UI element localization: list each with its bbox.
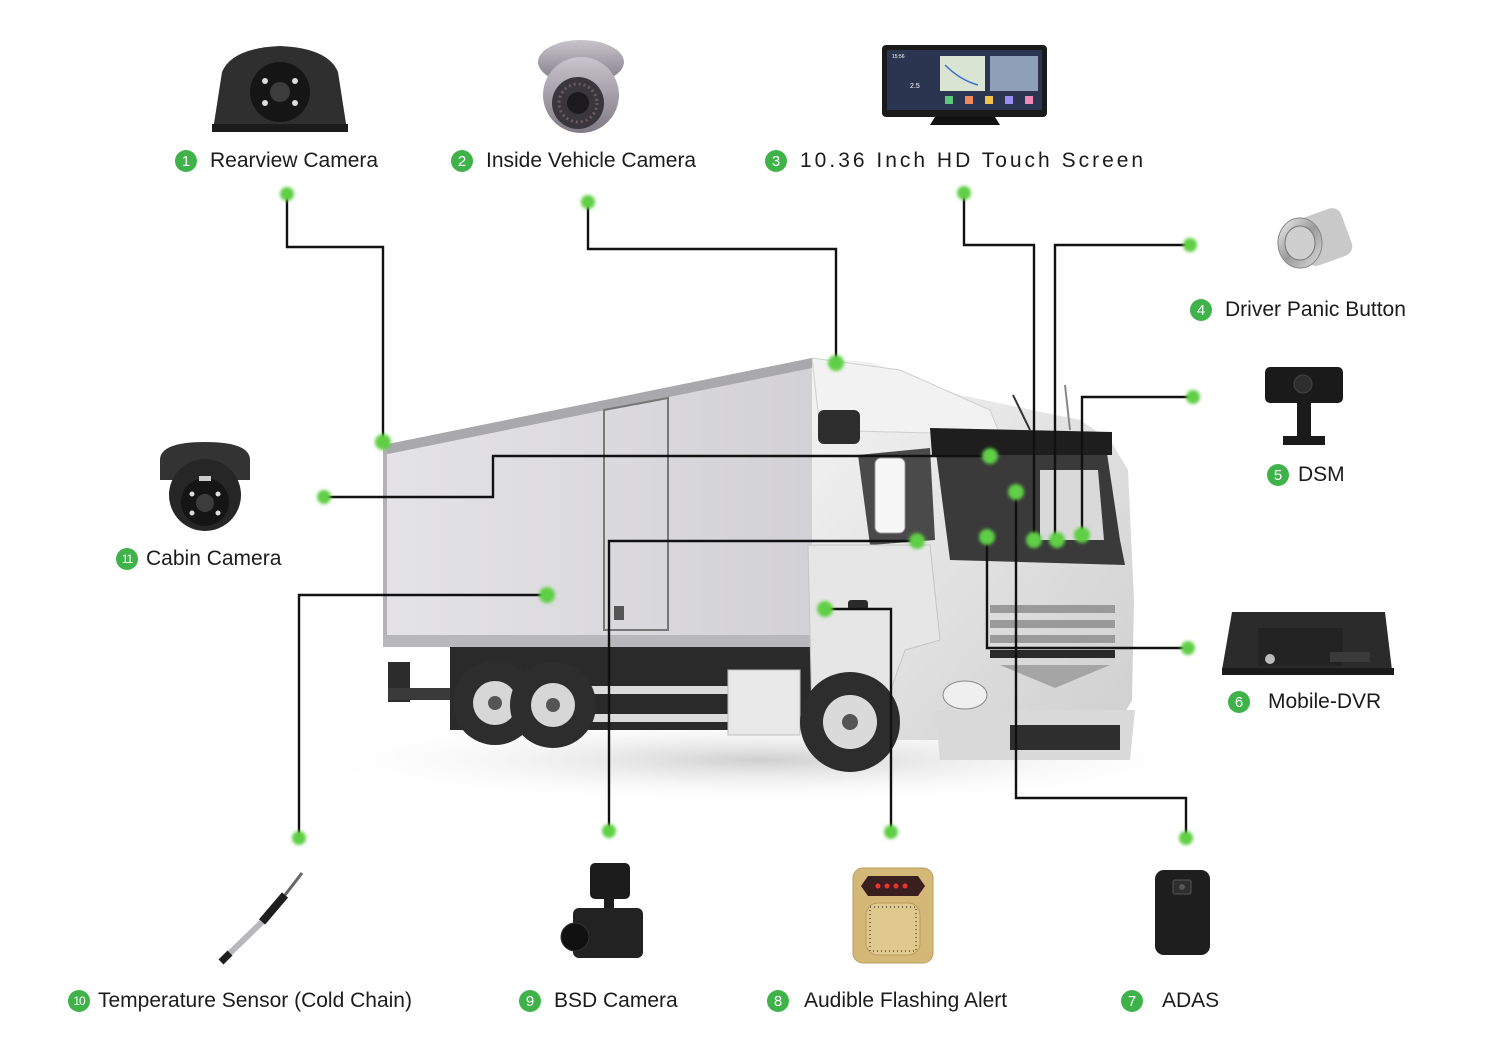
dot <box>957 186 971 200</box>
grille <box>990 605 1115 688</box>
dome-camera-icon <box>538 40 624 133</box>
dot <box>539 587 555 603</box>
dot <box>375 434 391 450</box>
connector-panic-button <box>1053 243 1190 540</box>
adas-camera-icon <box>1155 870 1210 955</box>
number-badge: 11 <box>116 548 138 570</box>
bsd-camera-icon <box>560 863 643 958</box>
connector-cabin-camera <box>324 454 990 499</box>
dvr-icon <box>1222 612 1394 675</box>
dot <box>1026 532 1042 548</box>
label-rearview-camera: 1 Rearview Camera <box>175 149 378 173</box>
dot <box>828 355 844 371</box>
truck-illustration <box>290 357 1230 805</box>
component-label: Mobile-DVR <box>1268 690 1382 713</box>
connector-dsm <box>1080 395 1193 535</box>
number-badge: 5 <box>1267 464 1289 486</box>
temperature-probe-icon <box>218 872 304 965</box>
dot <box>884 825 898 839</box>
label-inside-vehicle-camera: 2 Inside Vehicle Camera <box>451 149 696 173</box>
number-badge: 4 <box>1190 299 1212 321</box>
connector-bsd-camera <box>607 539 917 831</box>
dot <box>602 824 616 838</box>
component-label: DSM <box>1298 463 1345 486</box>
number-badge: 3 <box>765 150 787 172</box>
dot <box>1008 484 1024 500</box>
label-dsm: 5 DSM <box>1267 463 1345 487</box>
alarm-speaker-icon <box>852 867 934 964</box>
connector-inside-camera <box>586 202 838 363</box>
label-audible-flashing-alert: 8 Audible Flashing Alert <box>767 989 1007 1013</box>
dot <box>979 529 995 545</box>
label-bsd-camera: 9 BSD Camera <box>519 989 678 1013</box>
dot <box>1183 238 1197 252</box>
number-badge: 1 <box>175 150 197 172</box>
number-badge: 9 <box>519 990 541 1012</box>
dot <box>1049 532 1065 548</box>
component-label: Audible Flashing Alert <box>804 989 1008 1012</box>
connector-temp-sensor <box>297 593 547 838</box>
screen-clock: 15:56 <box>892 54 905 60</box>
connector-rearview-camera <box>285 194 385 442</box>
connector-adas <box>1014 492 1188 838</box>
screen-speed: 2.5 <box>910 83 920 90</box>
number-badge: 2 <box>451 150 473 172</box>
component-label: ADAS <box>1162 989 1220 1012</box>
rearview-camera-icon <box>212 46 348 132</box>
dot <box>817 601 833 617</box>
label-mobile-dvr: 6 Mobile-DVR <box>1228 690 1381 714</box>
component-label: Temperature Sensor (Cold Chain) <box>98 989 412 1012</box>
label-adas: 7 ADAS <box>1121 989 1219 1013</box>
dot <box>909 533 925 549</box>
number-badge: 8 <box>767 990 789 1012</box>
dot <box>581 195 595 209</box>
connection-dots <box>280 186 1200 845</box>
connector-touch-screen <box>962 193 1036 540</box>
rear-wheel <box>510 662 596 748</box>
panic-button-icon <box>1277 208 1353 269</box>
component-label: Rearview Camera <box>210 149 379 172</box>
cabin-camera-icon <box>160 442 250 531</box>
touch-screen-icon: 15:56 2.5 <box>882 45 1047 125</box>
dsm-camera-icon <box>1265 367 1343 445</box>
dot <box>317 490 331 504</box>
connector-dvr <box>985 537 1188 650</box>
component-label: Driver Panic Button <box>1225 298 1406 321</box>
component-label: Inside Vehicle Camera <box>486 149 697 172</box>
component-label: Cabin Camera <box>146 547 282 570</box>
dot <box>1186 390 1200 404</box>
dot <box>292 831 306 845</box>
number-badge: 6 <box>1228 691 1250 713</box>
connector-lines <box>285 193 1193 838</box>
label-cabin-camera: 11 Cabin Camera <box>116 547 281 571</box>
number-badge: 10 <box>68 990 90 1012</box>
number-badge: 7 <box>1121 990 1143 1012</box>
dot <box>1179 831 1193 845</box>
component-label: 10.36 Inch HD Touch Screen <box>800 149 1147 172</box>
label-driver-panic-button: 4 Driver Panic Button <box>1190 298 1406 322</box>
label-temperature-sensor: 10 Temperature Sensor (Cold Chain) <box>68 989 412 1013</box>
dot <box>1074 527 1090 543</box>
label-touch-screen: 3 10.36 Inch HD Touch Screen <box>765 149 1146 173</box>
dot <box>280 187 294 201</box>
front-wheel <box>800 672 900 772</box>
dot <box>1181 641 1195 655</box>
dot <box>982 448 998 464</box>
connector-audible-alert <box>825 607 893 832</box>
component-label: BSD Camera <box>554 989 678 1012</box>
